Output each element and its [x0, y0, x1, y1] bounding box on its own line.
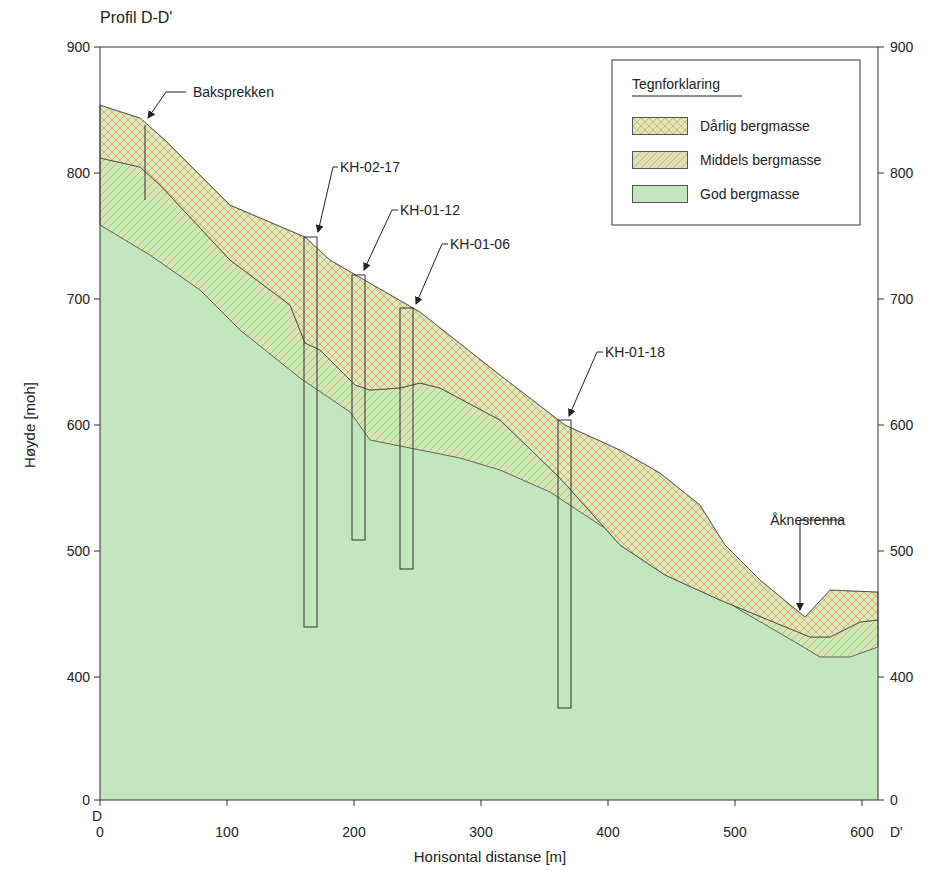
legend-swatch [632, 151, 688, 169]
title: Profil D-D' [100, 8, 172, 27]
tick-label: 400 [67, 669, 90, 686]
tick-label: 0 [82, 792, 90, 809]
tick-label: 200 [342, 824, 365, 841]
legend-title: Tegnforklaring [632, 76, 720, 93]
callout: KH-01-18 [605, 344, 665, 361]
tick-label: 700 [67, 291, 90, 308]
tick-label: 300 [469, 824, 492, 841]
axis-title: Høyde [moh] [21, 382, 39, 468]
tick-label: 100 [215, 824, 238, 841]
tick-label: 700 [890, 291, 913, 308]
profile-end: D [92, 808, 102, 825]
legend-text: Middels bergmasse [700, 152, 821, 169]
tick-label: 800 [890, 165, 913, 182]
legend-swatch [632, 117, 688, 135]
profile-end: D' [890, 824, 903, 841]
tick-label: 500 [723, 824, 746, 841]
callout: KH-01-06 [450, 236, 510, 253]
legend-text: Dårlig bergmasse [700, 118, 810, 135]
tick-label: 600 [850, 824, 873, 841]
tick-label: 600 [890, 417, 913, 434]
legend-swatch [632, 185, 688, 203]
axis-title: Horisontal distanse [m] [414, 848, 567, 866]
tick-label: 900 [890, 39, 913, 56]
callout: Baksprekken [193, 84, 274, 101]
tick-label: 600 [67, 417, 90, 434]
tick-label: 500 [67, 543, 90, 560]
tick-label: 800 [67, 165, 90, 182]
tick-label: 400 [890, 669, 913, 686]
callout: Åknesrenna [770, 512, 845, 529]
tick-label: 500 [890, 543, 913, 560]
legend-text: God bergmasse [700, 186, 800, 203]
callout: KH-02-17 [340, 159, 400, 176]
tick-label: 0 [96, 824, 104, 841]
tick-label: 900 [67, 39, 90, 56]
tick-label: 400 [596, 824, 619, 841]
tick-label: 0 [890, 792, 898, 809]
callout: KH-01-12 [400, 202, 460, 219]
